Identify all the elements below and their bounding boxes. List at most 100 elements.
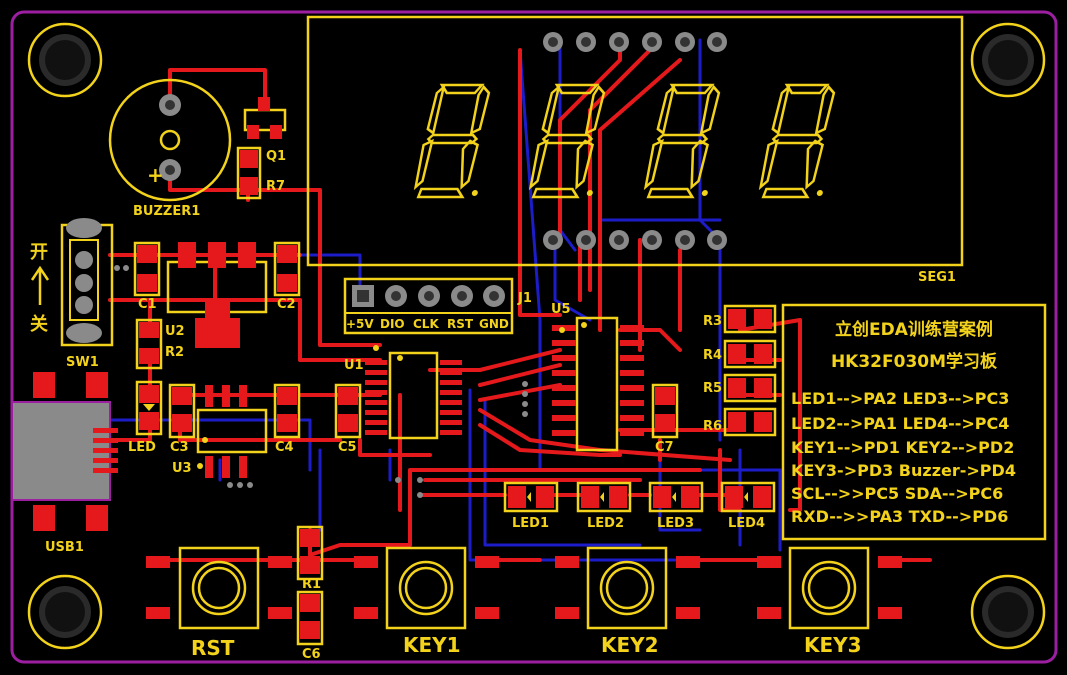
led1-label: LED1 (512, 516, 549, 531)
info-line-4: KEY3->PD3 Buzzer->PD4 (791, 461, 1016, 480)
buzzer-label: BUZZER1 (133, 204, 200, 219)
info-line-5: SCL-->>PC5 SDA-->PC6 (791, 484, 1003, 503)
q1-transistor (243, 97, 287, 139)
j1-pin-clk: CLK (413, 317, 439, 331)
seven-segment-digits (413, 83, 836, 199)
led4 (720, 481, 776, 513)
r5-label: R5 (703, 381, 722, 396)
key3-button[interactable] (757, 546, 902, 630)
r7-label: R7 (266, 179, 285, 194)
led2 (576, 481, 632, 513)
rst-button[interactable] (146, 546, 292, 630)
seven-seg-digit-3 (643, 83, 721, 199)
r6-label: R6 (703, 419, 722, 434)
r1-label: R1 (302, 577, 321, 592)
buzzer1 (108, 78, 232, 202)
mounting-hole-br (970, 574, 1046, 650)
c1-label: C1 (138, 297, 157, 312)
c1-capacitor (133, 241, 161, 297)
j1-pin-dio: DIO (380, 317, 405, 331)
led3 (648, 481, 704, 513)
r7-resistor (236, 146, 262, 200)
r3-resistor (723, 304, 777, 334)
key1-button[interactable] (354, 546, 499, 630)
info-box (781, 303, 1047, 541)
c6-label: C6 (302, 647, 321, 662)
r6-resistor (723, 407, 777, 437)
u2-label: U2 (165, 324, 185, 339)
j1-pin-rst: RST (447, 317, 474, 331)
board-outline (10, 10, 1058, 664)
u2-regulator (166, 242, 268, 348)
c4-capacitor (273, 383, 301, 439)
c4-label: C4 (275, 440, 294, 455)
key2-button[interactable] (555, 546, 700, 630)
seven-seg-digit-4 (758, 83, 836, 199)
c5-label: C5 (338, 440, 357, 455)
key3-label: KEY3 (804, 633, 862, 657)
j1-header[interactable] (343, 277, 514, 335)
u5-pins (552, 325, 644, 436)
sw1-label: SW1 (66, 355, 99, 370)
seg1-display (306, 15, 964, 267)
top-traces (93, 48, 932, 562)
c3-capacitor (168, 383, 196, 439)
seven-seg-digit-1 (413, 83, 491, 199)
vias (114, 265, 528, 498)
j1-label: J1 (517, 291, 532, 306)
key1-label: KEY1 (403, 633, 461, 657)
u1-label: U1 (344, 358, 364, 373)
q1-label: Q1 (266, 149, 286, 164)
u3-dot (197, 463, 203, 469)
mounting-hole-tr (970, 22, 1046, 98)
buzzer-plus-label: + (147, 163, 164, 187)
usb1-connector (11, 372, 118, 531)
seg1-pins-top (543, 32, 727, 52)
usb1-label: USB1 (45, 540, 84, 555)
mounting-hole-bl (27, 574, 103, 650)
r5-resistor (723, 373, 777, 403)
seg1-pins-bottom (543, 230, 727, 250)
led-label: LED (128, 440, 156, 455)
led1 (503, 481, 559, 513)
seg1-label: SEG1 (918, 270, 956, 285)
info-line-3: KEY1-->PD1 KEY2-->PD2 (791, 438, 1014, 457)
u5-driver (575, 316, 619, 452)
u1-mcu (365, 351, 462, 440)
key2-label: KEY2 (601, 633, 659, 657)
u1-dot (373, 345, 379, 351)
r4-resistor (723, 339, 777, 369)
u5-dot (559, 327, 565, 333)
info-subtitle: HK32F030M学习板 (831, 351, 998, 372)
c5-capacitor (334, 383, 362, 439)
switch-off-label: 关 (30, 313, 48, 335)
u5-label: U5 (551, 302, 571, 317)
r3-label: R3 (703, 314, 722, 329)
info-title: 立创EDA训练营案例 (835, 319, 993, 340)
c7-label: C7 (655, 440, 674, 455)
c2-capacitor (273, 241, 301, 297)
mounting-hole-tl (27, 22, 103, 98)
info-line-1: LED1-->PA2 LED3-->PC3 (791, 389, 1009, 408)
c6-capacitor (296, 590, 324, 646)
r4-label: R4 (703, 348, 722, 363)
r2-resistor (135, 318, 163, 370)
sw1-switch[interactable] (60, 218, 114, 347)
info-line-6: RXD-->>PA3 TXD-->PD6 (791, 507, 1008, 526)
info-line-2: LED2-->PA1 LED4-->PC4 (791, 414, 1009, 433)
u3-label: U3 (172, 461, 192, 476)
j1-pin-gnd: GND (479, 317, 509, 331)
c7-capacitor (651, 383, 679, 439)
power-led (135, 380, 163, 436)
rst-label: RST (191, 636, 235, 660)
switch-arrow-icon (30, 265, 50, 305)
led4-label: LED4 (728, 516, 765, 531)
r2-label: R2 (165, 345, 184, 360)
r1-resistor (296, 525, 324, 581)
switch-on-label: 开 (30, 242, 48, 263)
led3-label: LED3 (657, 516, 694, 531)
c3-label: C3 (170, 440, 189, 455)
u3-chip (196, 385, 268, 478)
